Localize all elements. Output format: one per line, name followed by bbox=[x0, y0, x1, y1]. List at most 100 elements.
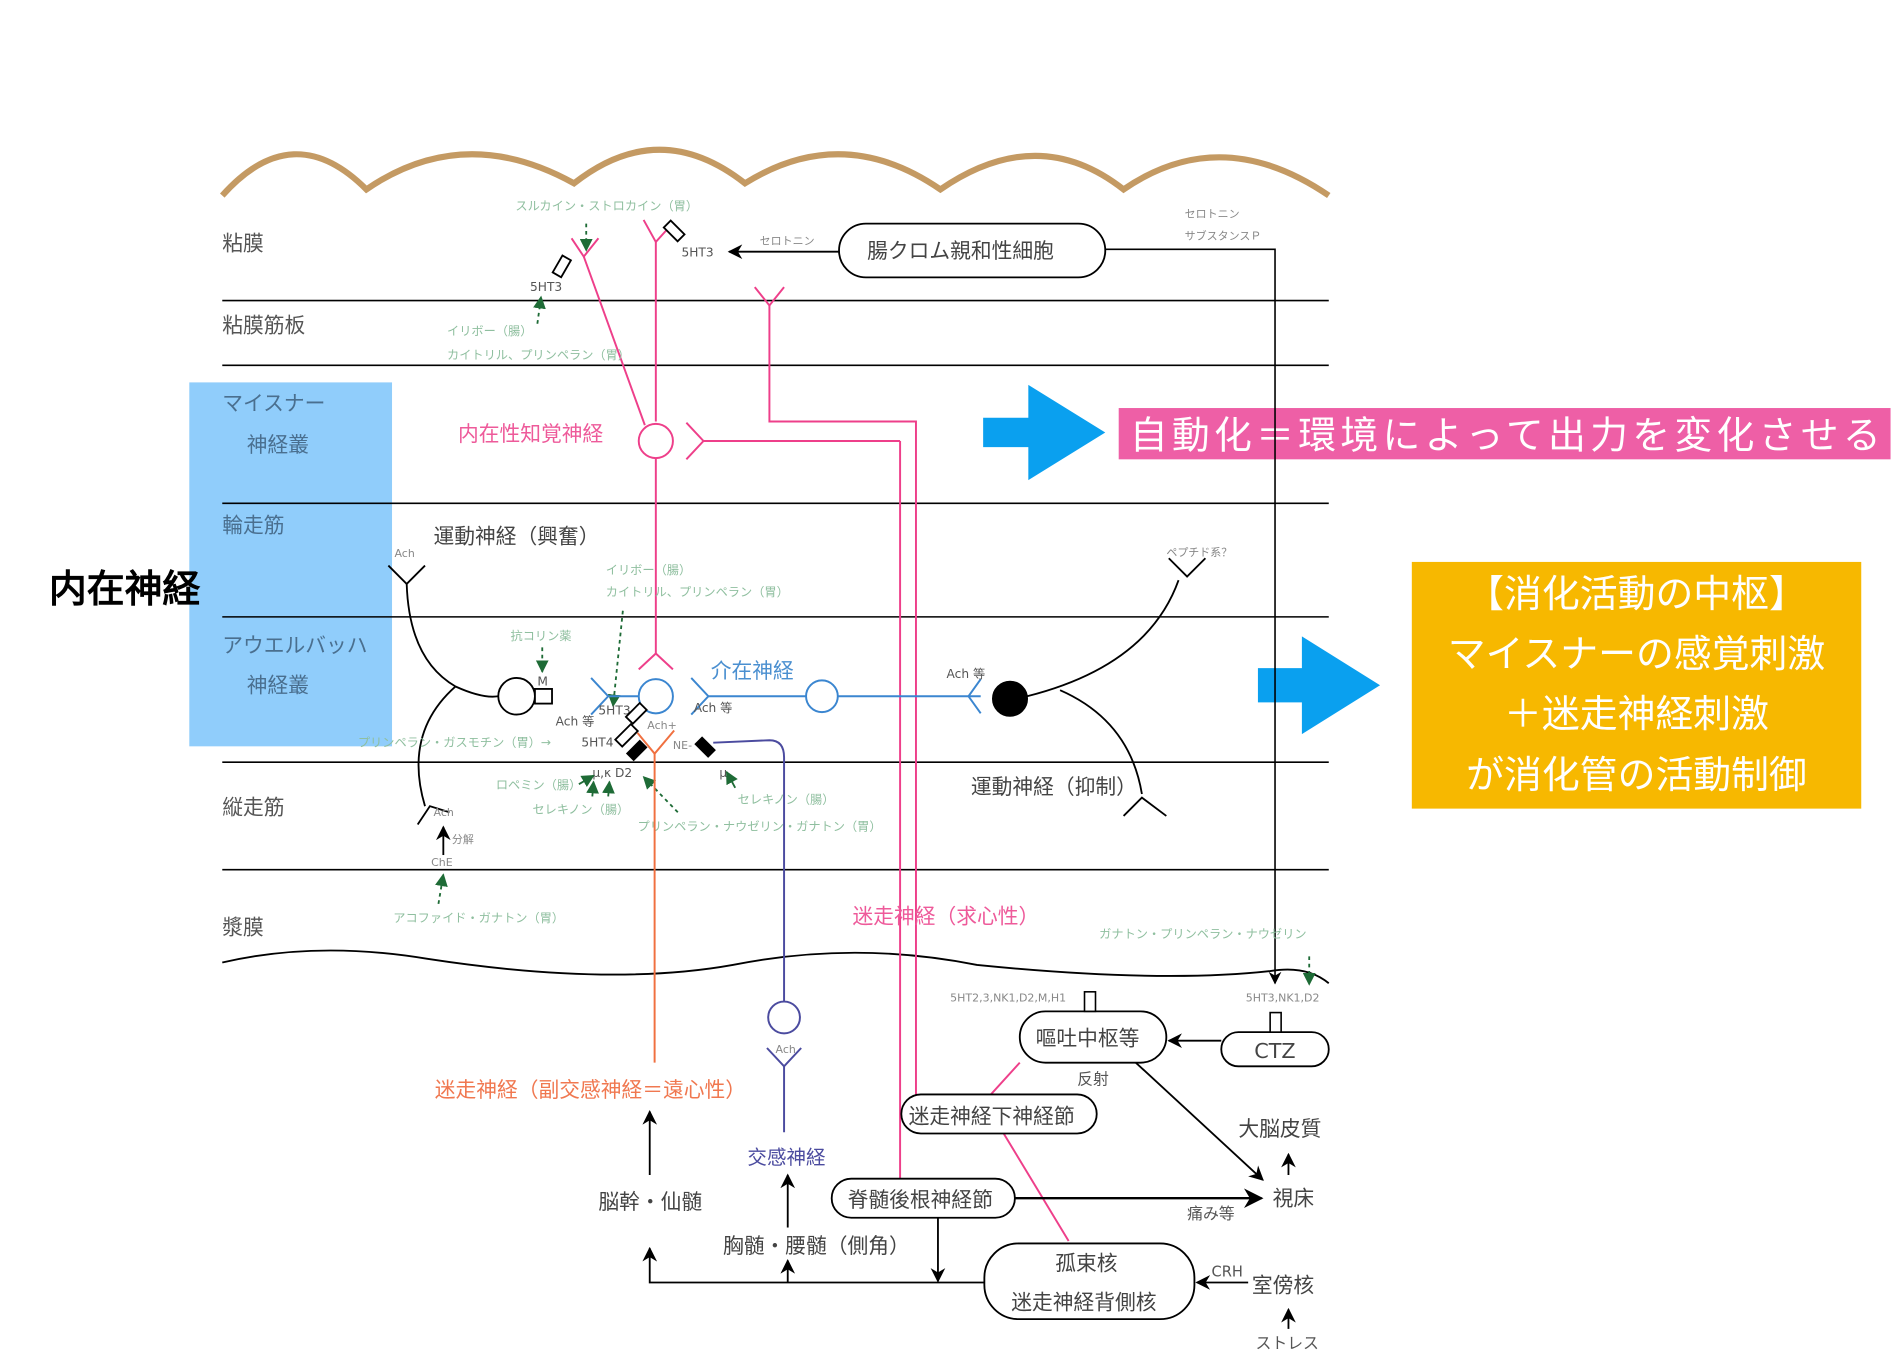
5ht4-receptor bbox=[613, 722, 640, 748]
drug-kaitoriru-2: カイトリル、プリンペラン（胃） bbox=[606, 585, 789, 599]
layer-auerbach: アウエルバッハ bbox=[222, 633, 367, 657]
ach-eq-label-3: Ach 等 bbox=[947, 667, 986, 681]
center-line-4: が消化管の活動制御 bbox=[1466, 753, 1807, 797]
drug-arrow bbox=[578, 774, 595, 787]
thoracolumbar-label: 胸髄・腰髄（側角） bbox=[723, 1234, 910, 1258]
drug-arrow bbox=[602, 780, 615, 797]
ach-label-1: Ach bbox=[394, 547, 414, 560]
vomit-center-label: 嘔吐中枢等 bbox=[1036, 1027, 1140, 1051]
crh-label: CRH bbox=[1212, 1263, 1243, 1280]
automation-callout-text: 自動化＝環境によって出力を変化させる bbox=[1130, 413, 1881, 457]
ach-plus-label: Ach+ bbox=[647, 719, 677, 732]
nts-label-1: 孤束核 bbox=[1055, 1251, 1117, 1275]
opioid-receptor bbox=[625, 739, 648, 762]
motor-excite-nerve bbox=[387, 564, 553, 826]
cortex-label: 大脳皮質 bbox=[1238, 1117, 1321, 1141]
drug-anticholine: 抗コリン薬 bbox=[510, 628, 571, 643]
sympathetic-nerve bbox=[713, 739, 802, 1133]
serotonin-right-label: セロトニン bbox=[1185, 208, 1240, 221]
5ht3-receptor-a bbox=[551, 254, 573, 279]
ach-symp-label: Ach bbox=[776, 1043, 796, 1056]
5ht3-label-b: 5HT3 bbox=[681, 246, 713, 260]
drug-serekinon-1: セレキノン（腸） bbox=[532, 803, 629, 817]
plexus-highlight-box bbox=[189, 382, 393, 747]
stress-label: ストレス bbox=[1255, 1333, 1318, 1351]
vomit-receptors-label: 5HT2,3,NK1,D2,M,H1 bbox=[950, 992, 1066, 1005]
drug-primperan-nauzelin: プリンペラン・ナウゼリン・ガナトン（胃） bbox=[638, 820, 882, 834]
thalamus-label: 視床 bbox=[1273, 1187, 1315, 1211]
interneuron-label: 介在神経 bbox=[711, 659, 794, 683]
drug-primperan-gasmotin: プリンペラン・ガスモチン（胃）→ bbox=[358, 735, 551, 749]
arrow-right-icon bbox=[1257, 636, 1381, 735]
vagal-efferent-nerve bbox=[636, 729, 675, 1063]
sympathetic-label: 交感神経 bbox=[747, 1146, 826, 1169]
che-label: ChE bbox=[431, 856, 453, 869]
nts-node bbox=[983, 1242, 1196, 1321]
center-line-1: 【消化活動の中枢】 bbox=[1466, 572, 1807, 616]
drug-arrow bbox=[725, 770, 738, 789]
arrow-right-icon bbox=[983, 384, 1106, 481]
m-receptor-label: M bbox=[537, 674, 548, 688]
reflex-label: 反射 bbox=[1077, 1070, 1109, 1089]
intrinsic-sensory-nerve bbox=[570, 219, 1070, 1242]
ec-cell-label: 腸クロム親和性細胞 bbox=[867, 239, 1054, 263]
5ht3-label-c: 5HT3 bbox=[598, 704, 630, 718]
layer-longitudinal-muscle: 縦走筋 bbox=[222, 796, 284, 820]
drug-arrow bbox=[533, 295, 546, 324]
drug-arrow bbox=[642, 775, 679, 813]
motor-inhibit-nerve bbox=[991, 557, 1207, 817]
5ht3-receptor-b bbox=[662, 219, 686, 243]
5ht3-receptor-c bbox=[624, 701, 648, 726]
ec-to-ctz-line bbox=[1105, 248, 1282, 985]
ec-cell-node bbox=[838, 222, 1107, 279]
ctz-receptors-label: 5HT3,NK1,D2 bbox=[1246, 992, 1320, 1005]
ctz-label: CTZ bbox=[1254, 1039, 1295, 1063]
drug-iribo-1: イリボー（腸） bbox=[447, 324, 532, 338]
mucosal-villi-curve bbox=[219, 146, 1331, 199]
drug-arrow bbox=[586, 780, 599, 797]
layer-muscularis-mucosae: 粘膜筋板 bbox=[222, 313, 305, 337]
ach-eq-label-2: Ach 等 bbox=[694, 701, 733, 715]
layer-circular-muscle: 輪走筋 bbox=[222, 514, 284, 538]
serotonin-label: セロトニン bbox=[760, 234, 815, 247]
pvn-label: 室傍核 bbox=[1252, 1273, 1314, 1297]
center-line-2: マイスナーの感覚刺激 bbox=[1448, 632, 1825, 676]
nts-output-line bbox=[642, 1246, 985, 1284]
motor-excite-label: 運動神経（興奮） bbox=[434, 525, 600, 549]
layer-lines bbox=[222, 299, 1329, 871]
5ht4-label: 5HT4 bbox=[581, 735, 613, 749]
ne-minus-label: NE- bbox=[673, 739, 692, 752]
nodose-ganglion-label: 迷走神経下神経節 bbox=[909, 1105, 1075, 1129]
drug-serekinon-2: セレキノン（腸） bbox=[738, 793, 835, 807]
automation-callout bbox=[1118, 408, 1891, 460]
layer-meissner-2: 神経叢 bbox=[247, 433, 309, 457]
pain-label: 痛み等 bbox=[1187, 1204, 1235, 1223]
substance-p-label: サブスタンスＰ bbox=[1185, 228, 1262, 242]
drug-acofide: アコファイド・ガナトン（胃） bbox=[393, 911, 564, 925]
mu-receptor bbox=[694, 736, 716, 758]
vomit-receptor bbox=[1083, 991, 1097, 1013]
nts-label-2: 迷走神経背側核 bbox=[1011, 1290, 1156, 1314]
ctz-receptor bbox=[1269, 1011, 1282, 1033]
drug-arrow bbox=[435, 873, 448, 905]
drug-arrow bbox=[607, 610, 624, 708]
drg-label: 脊髄後根神経節 bbox=[848, 1188, 993, 1212]
peptide-label: ペプチド系？ bbox=[1166, 546, 1232, 559]
digestive-center-callout bbox=[1411, 561, 1862, 809]
mu-label: μ bbox=[719, 766, 727, 780]
drug-sulcaine: スルカイン・ストロカイン（胃） bbox=[515, 199, 698, 213]
drug-kaitoriru-1: カイトリル、プリンペラン（胃） bbox=[447, 348, 630, 362]
brainstem-label: 脳幹・仙髄 bbox=[598, 1190, 702, 1214]
serosa-wave bbox=[222, 949, 1330, 984]
intrinsic-nerve-title: 内在神経 bbox=[49, 567, 201, 611]
vomit-to-thalamus-arrow bbox=[1135, 1061, 1264, 1181]
ach-label-2: Ach bbox=[434, 806, 454, 819]
layer-meissner: マイスナー bbox=[222, 391, 325, 415]
center-line-3: ＋迷走神経刺激 bbox=[1504, 692, 1769, 736]
intrinsic-sensory-label: 内在性知覚神経 bbox=[458, 422, 604, 446]
decompose-label: 分解 bbox=[452, 832, 474, 846]
drug-iribo-2: イリボー（腸） bbox=[606, 563, 691, 577]
mu-kappa-d2-label: μ,κ D2 bbox=[592, 766, 632, 780]
vagal-efferent-label: 迷走神経（副交感神経＝遠心性） bbox=[435, 1078, 746, 1102]
nodose-ganglion-node bbox=[900, 1093, 1098, 1135]
